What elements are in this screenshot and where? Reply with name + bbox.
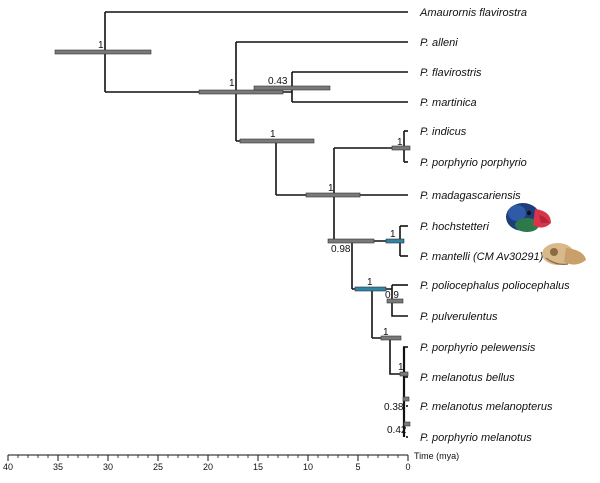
tip-label: P. martinica (420, 97, 477, 109)
tip-label: P. indicus (420, 126, 467, 138)
support-labels: 1 1 0.43 1 1 1 0.98 1 1 0.9 1 1 0.38 0.4… (98, 40, 407, 436)
tip-label: P. melanotus bellus (420, 372, 515, 384)
tip-label: P. flavirostris (420, 67, 482, 79)
hpd-bar-hoch-mantelli (385, 238, 405, 244)
tip-label: P. porphyrio pelewensis (420, 342, 536, 354)
axis-tick-label: 35 (53, 462, 63, 472)
axis-tick-label: 30 (103, 462, 113, 472)
tip-label: Amaurornis flavirostra (419, 7, 527, 19)
tip-label: P. porphyrio porphyrio (420, 157, 527, 169)
axis-tick-label: 5 (355, 462, 360, 472)
branch-pulverulentus (391, 301, 408, 317)
support-madagascariensis: 1 (328, 183, 334, 194)
axis-title: Time (mya) (414, 451, 459, 461)
tip-label: P. hochstetteri (420, 221, 489, 233)
hpd-bar-bellus (399, 371, 409, 377)
support-poliocephalus: 0.9 (385, 290, 399, 301)
hpd-bar-porphyrio-crown (198, 89, 284, 95)
takahe-skull-illustration (542, 243, 586, 265)
hpd-bar-melanotus (403, 421, 411, 427)
branch-melanotus-stem (389, 347, 403, 375)
support-indicus: 1 (397, 137, 403, 148)
tip-label: P. porphyrio melanotus (420, 432, 532, 444)
hpd-bar-root (54, 49, 152, 55)
support-melanotus-clade: 1 (383, 327, 389, 338)
hpd-bars (54, 49, 411, 427)
hpd-bar-flav-mart (253, 85, 331, 91)
support-takahe-node: 0.98 (331, 244, 351, 255)
axis-tick-label: 10 (303, 462, 313, 472)
support-hoch-mantelli: 1 (390, 229, 396, 240)
axis-tick-label: 0 (405, 462, 410, 472)
tip-labels: Amaurornis flavirostra P. alleni P. flav… (419, 7, 570, 444)
tip-label: P. pulverulentus (420, 311, 498, 323)
support-melanopterus: 0.38 (384, 402, 404, 413)
tip-label: P. melanotus melanopterus (420, 401, 553, 413)
tip-label: P. mantelli (CM Av30291) (420, 251, 544, 263)
axis-tick-label: 25 (153, 462, 163, 472)
support-melanotus: 0.42 (387, 425, 407, 436)
tip-label: P. alleni (420, 37, 458, 49)
support-bellus: 1 (398, 362, 404, 373)
minor-ticks (17, 455, 399, 458)
axis-tick-label: 15 (253, 462, 263, 472)
hpd-bar-melanopterus (402, 396, 410, 402)
hpd-bar-swamphen-node (354, 286, 387, 292)
tip-label: P. madagascariensis (420, 190, 521, 202)
tree-branches (104, 11, 408, 438)
support-remaining: 1 (270, 129, 276, 140)
takahe-head-illustration (506, 203, 551, 232)
hpd-bar-takahe-node (327, 238, 375, 244)
hpd-bar-melanotus-clade (380, 335, 402, 341)
support-porphyrio-crown: 1 (229, 78, 235, 89)
time-axis: 40 35 30 25 20 15 10 5 0 Time (mya) (3, 451, 459, 472)
support-flav-mart: 0.43 (268, 76, 288, 87)
support-root: 1 (98, 40, 104, 51)
tip-label: P. poliocephalus poliocephalus (420, 280, 570, 292)
hpd-bar-remaining (239, 138, 315, 144)
axis-tick-label: 40 (3, 462, 13, 472)
hpd-bar-indicus (391, 145, 411, 151)
axis-tick-label: 20 (203, 462, 213, 472)
hpd-bar-madagascariensis (305, 192, 361, 198)
hpd-bar-poliocephalus (386, 298, 404, 304)
support-swamphen-node: 1 (367, 277, 373, 288)
